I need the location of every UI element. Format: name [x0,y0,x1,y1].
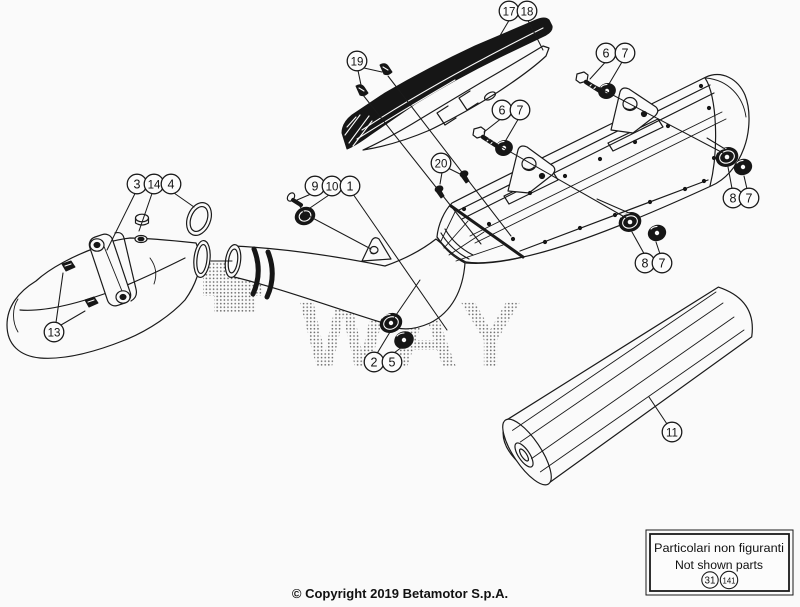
leader-lines [55,19,748,425]
exhaust-flange [88,231,138,307]
muffler-body [436,74,750,264]
svg-text:31: 31 [705,575,716,586]
dot-patch [214,296,256,312]
callout-8: 8 [722,187,744,209]
mid-pipe [224,237,466,330]
svg-text:20: 20 [435,158,448,170]
elbow-grommet [379,312,403,334]
svg-text:2: 2 [371,355,378,369]
callout-20: 20 [430,152,452,174]
callout-4: 4 [160,173,182,195]
svg-text:5: 5 [389,355,396,369]
callout-5: 5 [381,351,403,373]
svg-text:7: 7 [659,256,666,270]
callout-7: 7 [509,99,531,121]
svg-text:11: 11 [666,427,678,439]
pipe-bracket-tab [361,237,392,262]
svg-text:4: 4 [168,177,175,191]
callout-7: 7 [614,42,636,64]
callout-10: 10 [321,175,343,197]
joint-band [250,246,275,300]
svg-text:1: 1 [347,179,354,193]
svg-text:9: 9 [312,179,319,193]
copyright-text: © Copyright 2019 Betamotor S.p.A. [292,586,508,601]
callout-17: 17 [498,0,520,22]
callout-1: 1 [339,175,361,197]
svg-text:18: 18 [521,6,534,18]
assembly-lines [210,75,726,319]
svg-text:3: 3 [134,177,141,191]
legend-title-it: Particolari non figuranti [654,541,784,555]
svg-text:6: 6 [499,103,506,117]
svg-text:19: 19 [351,56,364,68]
pipe-screw [286,192,303,207]
callout-7: 7 [738,187,760,209]
callout-6: 6 [491,99,513,121]
callout-7: 7 [651,252,673,274]
shield-screw [355,63,393,97]
flange-nut [61,260,99,308]
gasket-ring [185,202,213,236]
callout-19: 19 [346,50,368,72]
svg-text:17: 17 [503,6,516,18]
svg-text:7: 7 [746,191,753,205]
svg-text:10: 10 [326,181,339,193]
svg-text:7: 7 [622,46,629,60]
legend-badge-141: 141 [719,570,739,590]
svg-text:8: 8 [642,256,649,270]
svg-text:13: 13 [48,327,61,339]
mount-washer [495,83,753,242]
header-pipe [6,202,213,359]
callout-13: 13 [43,321,65,343]
legend-title-en: Not shown parts [675,558,763,572]
svg-text:8: 8 [730,191,737,205]
mount-bolt [472,71,603,149]
callout-18: 18 [516,0,538,22]
pipe-grommet [294,206,316,226]
legend-box: Particolari non figuranti Not shown part… [645,529,794,596]
svg-text:6: 6 [603,46,610,60]
heat-shield [341,17,553,150]
callout-14: 14 [143,173,165,195]
callout-2: 2 [363,351,385,373]
pipe-outlet [193,239,211,279]
legend-badge-31: 31 [701,571,719,589]
elbow-washer [394,331,414,349]
packing-cylinder [502,286,753,486]
rivet-dots [461,83,717,245]
callout-6: 6 [595,42,617,64]
svg-text:141: 141 [722,576,735,585]
svg-text:14: 14 [148,179,161,191]
legend-badges: 31 141 [701,570,739,590]
callout-11: 11 [661,421,683,443]
plug-seat [134,234,148,244]
svg-text:7: 7 [517,103,524,117]
